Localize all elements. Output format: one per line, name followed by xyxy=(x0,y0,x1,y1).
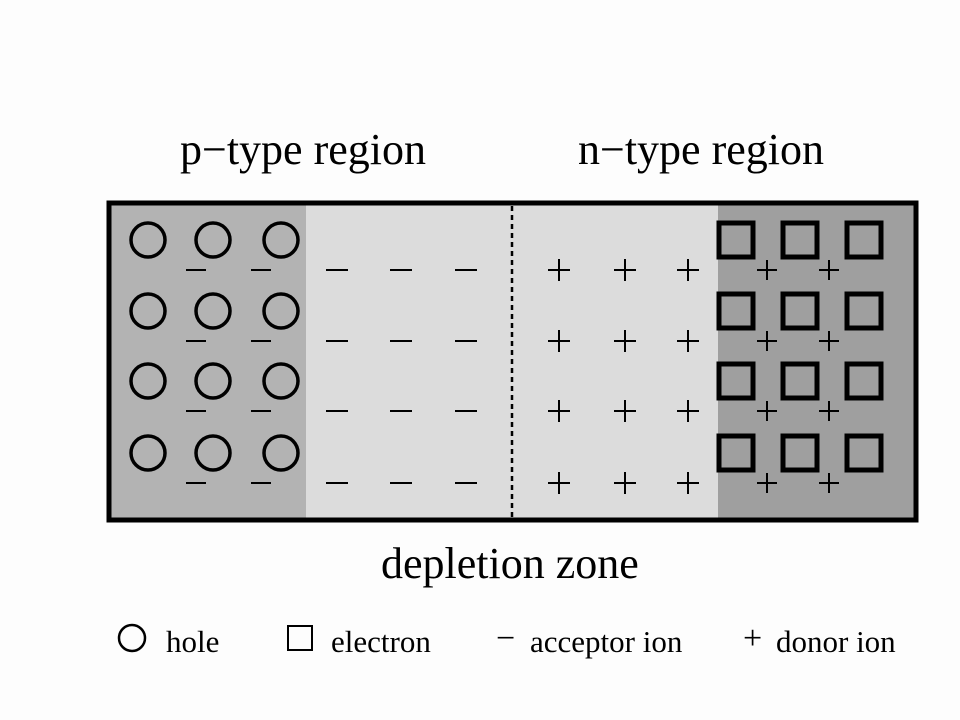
p-bulk-region xyxy=(109,203,306,520)
legend-donor-label: donor ion xyxy=(776,624,896,659)
hole-icon xyxy=(262,292,300,330)
electron-icon xyxy=(844,291,884,331)
electron-icon xyxy=(844,220,884,260)
hole-icon xyxy=(129,434,167,472)
minus-legend-icon: − xyxy=(496,620,516,657)
hole-icon xyxy=(129,221,167,259)
electron-icon xyxy=(780,291,820,331)
hole-icon xyxy=(194,434,232,472)
electron-icon xyxy=(780,220,820,260)
hole-icon xyxy=(262,362,300,400)
n-type-region-label: n−type region xyxy=(578,125,824,174)
p-type-region-label: p−type region xyxy=(180,125,426,174)
electron-icon xyxy=(780,361,820,401)
hole-icon xyxy=(262,434,300,472)
electron-icon xyxy=(716,433,756,473)
diagram-border xyxy=(106,200,919,523)
electron-icon xyxy=(716,220,756,260)
electron-icon xyxy=(780,433,820,473)
legend-electron-label: electron xyxy=(331,624,431,659)
electron-icon xyxy=(716,361,756,401)
hole-icon xyxy=(194,362,232,400)
hole-icon xyxy=(262,221,300,259)
plus-legend-icon: + xyxy=(743,620,763,657)
hole-icon xyxy=(129,292,167,330)
legend-hole-label: hole xyxy=(166,624,220,659)
legend-acceptor-label: acceptor ion xyxy=(530,624,683,659)
electron-icon xyxy=(844,433,884,473)
hole-icon xyxy=(194,292,232,330)
electron-icon xyxy=(844,361,884,401)
hole-icon xyxy=(129,362,167,400)
depletion-zone-label: depletion zone xyxy=(381,539,639,588)
hole-icon xyxy=(194,221,232,259)
electron-icon xyxy=(716,291,756,331)
